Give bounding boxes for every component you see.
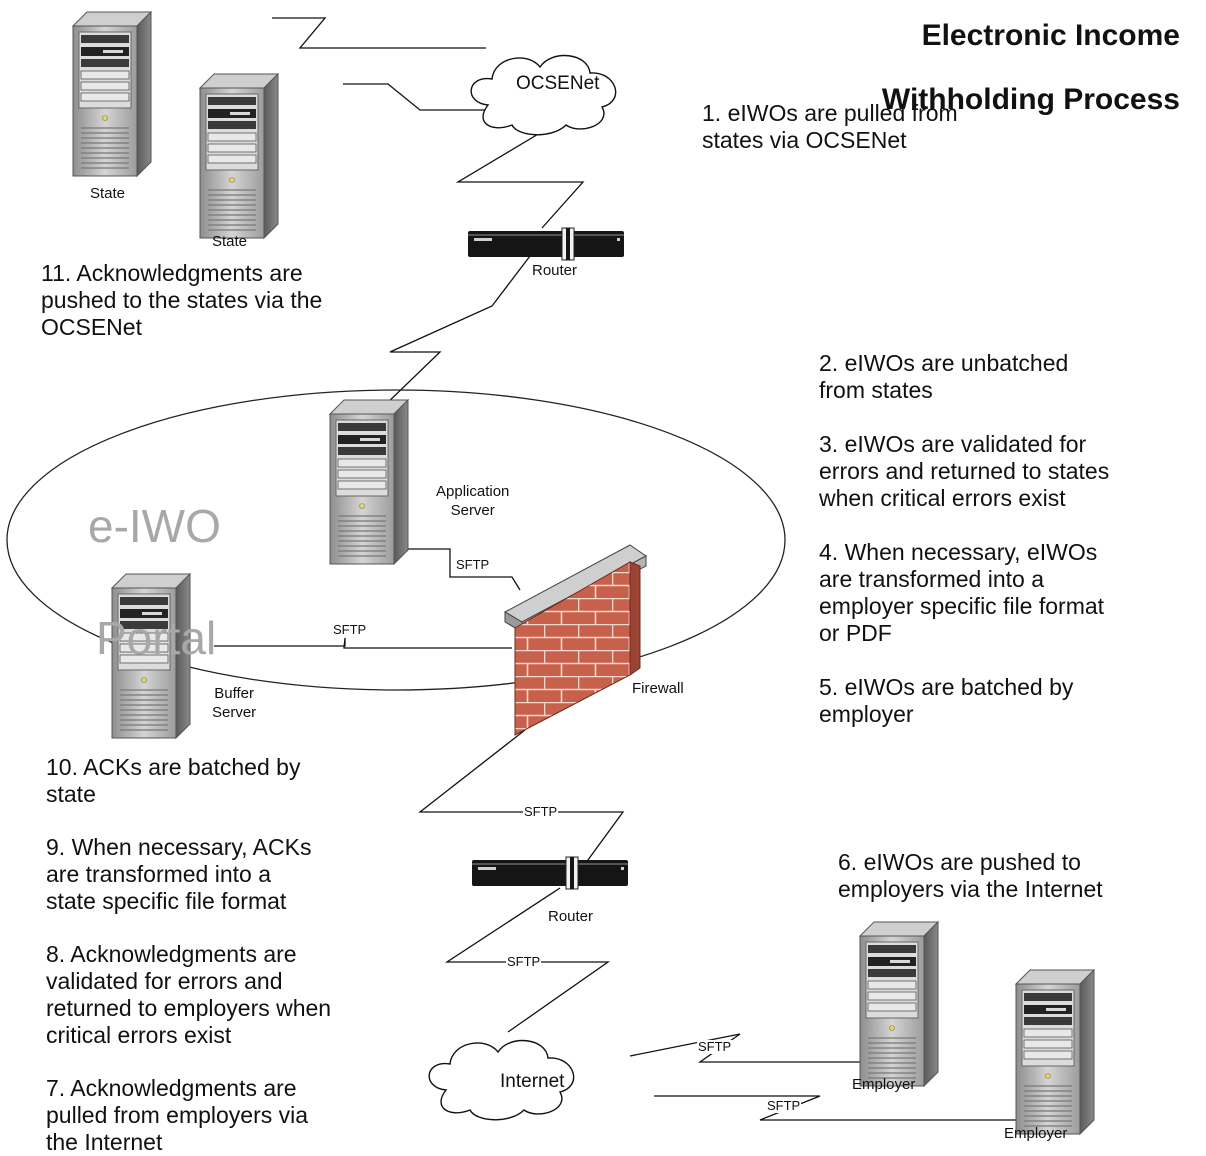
sftp-label-buffer: SFTP <box>332 622 368 637</box>
step-11: 11. Acknowledgments are pushed to the st… <box>41 260 323 340</box>
link-state1-ocsenet <box>272 17 486 49</box>
router-bottom-label: Router <box>548 908 594 925</box>
state-server-1 <box>72 11 152 177</box>
portal-label-line-2: Portal <box>96 612 217 664</box>
application-server-label: Application Server <box>436 483 510 519</box>
employer-server-2 <box>1015 969 1095 1135</box>
sftp-label-firewall-router: SFTP <box>523 804 559 819</box>
state-2-label: State <box>212 233 248 250</box>
step-9: 9. When necessary, ACKs are transformed … <box>46 834 312 914</box>
buffer-server-label: Buffer Server <box>212 685 257 721</box>
link-buffer-firewall <box>214 637 512 649</box>
step-6: 6. eIWOs are pushed to employers via the… <box>838 849 1103 902</box>
link-ocsenet-router <box>455 129 585 229</box>
step-5: 5. eIWOs are batched by employer <box>819 674 1074 727</box>
state-1-label: State <box>90 185 126 202</box>
firewall-label: Firewall <box>632 680 684 697</box>
diagram-title: Electronic Income Withholding Process <box>882 0 1180 148</box>
portal-label-line-1: e-IWO <box>88 500 221 552</box>
sftp-label-employer-2: SFTP <box>766 1098 802 1113</box>
step-8: 8. Acknowledgments are validated for err… <box>46 941 332 1048</box>
step-4: 4. When necessary, eIWOs are transformed… <box>819 539 1105 646</box>
step-10: 10. ACKs are batched by state <box>46 754 301 807</box>
employer-1-label: Employer <box>852 1076 916 1093</box>
link-state2-ocsenet <box>343 83 512 111</box>
portal-boundary <box>6 389 786 691</box>
link-firewall-router <box>418 729 625 865</box>
portal-label: e-IWO Portal <box>86 442 221 722</box>
step-3: 3. eIWOs are validated for errors and re… <box>819 431 1110 511</box>
link-router-appserver <box>381 255 531 409</box>
ocsenet-label: OCSENet <box>516 73 600 94</box>
link-internet-employer2 <box>654 1095 1018 1121</box>
sftp-label-appserver: SFTP <box>455 557 491 572</box>
router-top <box>467 227 625 261</box>
title-line-2: Withholding Process <box>881 83 1180 116</box>
title-line-1: Electronic Income <box>921 19 1180 52</box>
step-2: 2. eIWOs are unbatched from states <box>819 350 1069 403</box>
link-internet-employer1 <box>629 1033 862 1063</box>
application-server <box>329 399 409 565</box>
sftp-label-router-internet: SFTP <box>506 954 542 969</box>
ocsenet-cloud <box>470 54 617 136</box>
sftp-label-employer-1: SFTP <box>697 1039 733 1054</box>
employer-server-1 <box>859 921 939 1087</box>
link-appserver-firewall <box>402 548 521 591</box>
employer-2-label: Employer <box>1004 1125 1068 1142</box>
state-server-2 <box>199 73 279 239</box>
step-1: 1. eIWOs are pulled from states via OCSE… <box>702 100 958 153</box>
router-bottom <box>471 856 629 890</box>
step-7: 7. Acknowledgments are pulled from emplo… <box>46 1075 309 1155</box>
router-top-label: Router <box>532 262 578 279</box>
internet-label: Internet <box>500 1071 565 1092</box>
firewall-icon <box>503 544 647 736</box>
internet-cloud <box>428 1039 575 1121</box>
